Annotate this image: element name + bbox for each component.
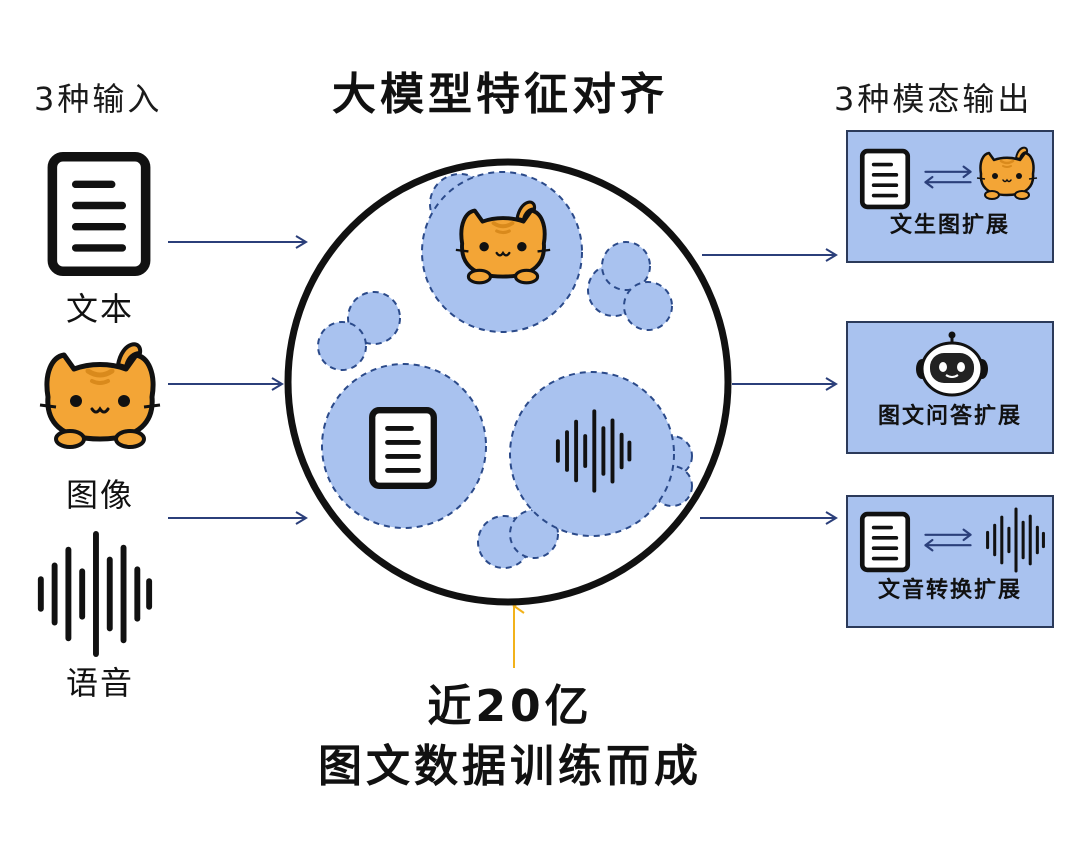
input-label-audio: 语音 (65, 664, 134, 702)
swap-arrows-icon (924, 528, 972, 552)
cat-icon (975, 146, 1039, 201)
small-bubble (623, 281, 673, 331)
training-description: 图文数据训练而成 (318, 741, 702, 792)
outputs-header: 3种模态输出 (834, 80, 1033, 118)
alignment-circle (284, 158, 732, 606)
document-icon (858, 511, 912, 573)
output-label: 文生图扩展 (889, 213, 1010, 238)
small-bubble (317, 321, 367, 371)
robot-icon (916, 331, 988, 397)
output-label: 文音转换扩展 (877, 578, 1022, 603)
document-icon (372, 410, 434, 486)
inputs-header: 3种输入 (34, 80, 163, 118)
diagram-title: 大模型特征对齐 (332, 69, 668, 120)
output-text-to-speech: 文音转换扩展 (846, 495, 1054, 628)
small-bubble (601, 241, 651, 291)
audio-bubble (509, 371, 675, 537)
soundwave-icon (986, 507, 1045, 573)
training-amount: 近20亿 (427, 681, 593, 732)
input-label-text: 文本 (65, 290, 134, 328)
output-text-to-image: 文生图扩展 (846, 130, 1054, 263)
swap-arrows-icon (924, 165, 972, 189)
output-label: 图文问答扩展 (877, 404, 1022, 429)
output-image-qa: 图文问答扩展 (846, 321, 1054, 454)
document-icon (858, 148, 912, 210)
input-label-image: 图像 (65, 476, 134, 514)
